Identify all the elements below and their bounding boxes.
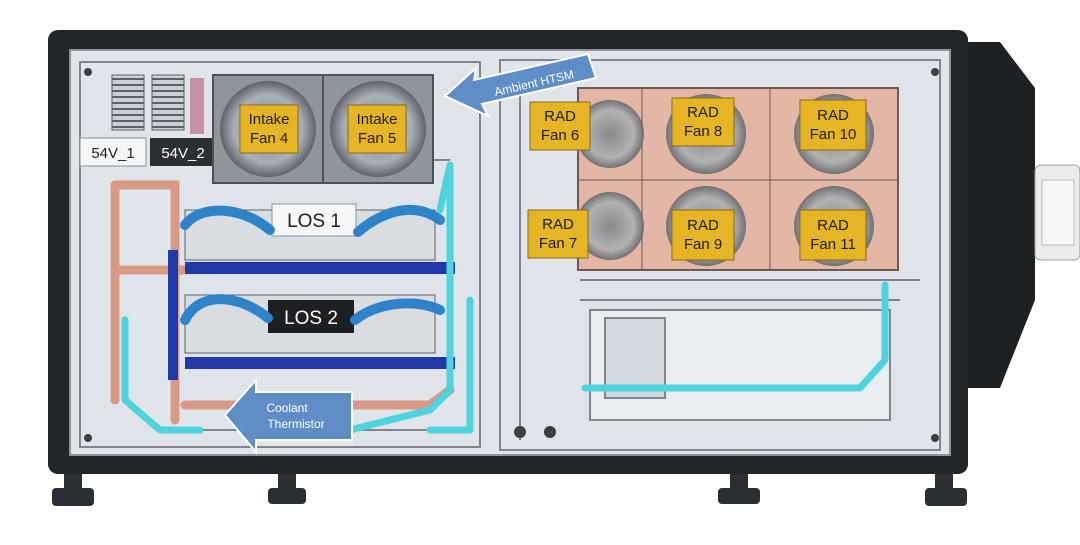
label-54v-2: 54V_2 (150, 138, 216, 166)
rad-fan-10-line2: Fan 10 (810, 126, 857, 143)
feet (52, 474, 967, 506)
rad-fan-9-line2: Fan 9 (684, 236, 722, 253)
los-1-module: LOS 1 (184, 203, 436, 261)
rad-fan-11-line1: RAD (817, 217, 849, 234)
intake-fan-4: Intake Fan 4 (212, 74, 324, 184)
intake-fan-4-line2: Fan 4 (250, 130, 288, 147)
rad-fan-6: RAD Fan 6 (529, 101, 591, 151)
rad-fan-10-line1: RAD (817, 107, 849, 124)
coolant-thermistor-line2: Thermistor (267, 417, 324, 431)
rad-fan-8-line2: Fan 8 (684, 123, 722, 140)
intake-fan-4-line1: Intake (249, 111, 290, 128)
label-54v-1: 54V_1 (79, 137, 147, 167)
rad-fan-11: RAD Fan 11 (799, 209, 867, 261)
fasteners (84, 68, 939, 442)
coolant-thermistor-arrow: Coolant Thermistor (223, 377, 353, 455)
rad-fan-6-line1: RAD (544, 108, 576, 125)
rad-fan-10: RAD Fan 10 (799, 99, 867, 151)
intake-fan-5-line2: Fan 5 (358, 130, 396, 147)
rad-fan-11-line2: Fan 11 (810, 236, 856, 253)
rad-fan-6-line2: Fan 6 (541, 127, 579, 144)
intake-fan-5-line1: Intake (357, 111, 398, 128)
end-cap (965, 42, 1080, 388)
rad-fan-7: RAD Fan 7 (527, 209, 589, 259)
blue-hoses (180, 204, 445, 325)
rad-fan-8-line1: RAD (687, 104, 719, 121)
rad-fan-7-line2: Fan 7 (539, 235, 577, 252)
coolant-hoses (121, 161, 889, 434)
rad-fan-7-line1: RAD (542, 216, 574, 233)
label-54v-1-text: 54V_1 (91, 145, 134, 162)
internal-framework (79, 59, 941, 451)
rad-fan-8: RAD Fan 8 (671, 97, 735, 147)
intake-fan-5: Intake Fan 5 (322, 74, 434, 184)
label-54v-2-text: 54V_2 (161, 145, 204, 162)
los-1-label: LOS 1 (287, 211, 341, 232)
coolant-thermistor-line1: Coolant (266, 401, 308, 415)
rad-fan-9-line1: RAD (687, 217, 719, 234)
los-2-label: LOS 2 (284, 308, 338, 329)
power-supply-grilles (111, 74, 204, 134)
blue-rails (168, 250, 455, 380)
rad-fan-9: RAD Fan 9 (671, 209, 735, 261)
